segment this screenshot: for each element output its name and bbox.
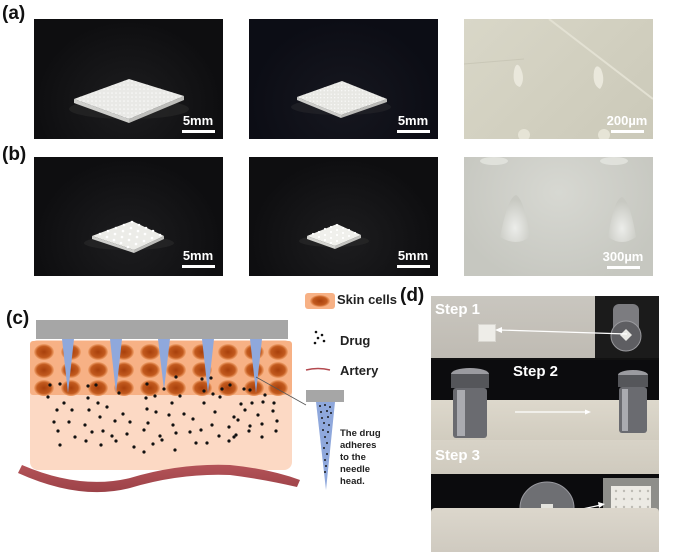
step3-photo: Step 3 bbox=[431, 440, 659, 552]
step2-label: Step 2 bbox=[513, 363, 559, 380]
zoomed-needle-drug bbox=[319, 404, 332, 473]
panel-label-c: (c) bbox=[6, 308, 30, 329]
arrow-step2 bbox=[515, 409, 591, 415]
transdermal-delivery-diagram bbox=[18, 293, 344, 493]
scale-bar-b1: 5mm bbox=[178, 249, 218, 268]
weight-with-patch-inset bbox=[595, 296, 659, 358]
patch-5x5-icon bbox=[84, 220, 174, 253]
microneedle-base-plate bbox=[36, 320, 288, 339]
foam-bottom bbox=[431, 508, 659, 552]
weight-icon bbox=[610, 304, 642, 352]
photo-b2: 5mm bbox=[249, 157, 438, 276]
scale-label: 300µm bbox=[602, 249, 644, 264]
patch-5x5-small-icon bbox=[299, 223, 369, 249]
patch-dense-icon bbox=[69, 79, 189, 123]
microneedles bbox=[62, 339, 262, 393]
weight-left-icon bbox=[451, 368, 489, 438]
step1-label: Step 1 bbox=[435, 301, 481, 318]
drug-particles bbox=[46, 375, 279, 454]
photo-a3-micrograph: 200µm bbox=[464, 19, 653, 139]
zoomed-needle bbox=[316, 402, 335, 490]
zoomed-base-plate bbox=[306, 390, 344, 402]
scale-label: 5mm bbox=[397, 113, 429, 128]
panel-label-a: (a) bbox=[2, 3, 26, 24]
photo-a1: 5mm bbox=[34, 19, 223, 139]
scale-bar-a1: 5mm bbox=[178, 114, 218, 133]
legend-artery: Artery bbox=[340, 363, 379, 378]
photo-b1: 5mm bbox=[34, 157, 223, 276]
photo-b3-micrograph: 300µm bbox=[464, 157, 653, 276]
arrow-step1 bbox=[495, 327, 628, 335]
patch-icon bbox=[478, 324, 496, 342]
panel-label-d: (d) bbox=[400, 285, 425, 306]
conical-needles-micrograph-icon bbox=[480, 157, 636, 242]
panel-label-b: (b) bbox=[2, 144, 27, 165]
scale-label: 5mm bbox=[397, 248, 429, 263]
patch-dense-small-icon bbox=[291, 81, 391, 118]
legend-skin-cells: Skin cells bbox=[337, 292, 397, 307]
step1-photo: Step 1 bbox=[431, 296, 659, 358]
scale-bar-a3: 200µm bbox=[602, 114, 652, 133]
needle-note: The drug adheres to the needle head. bbox=[340, 428, 381, 487]
scale-label: 5mm bbox=[182, 248, 214, 263]
needle-tips-micrograph-icon bbox=[464, 19, 653, 139]
photo-a2: 5mm bbox=[249, 19, 438, 139]
step2-photo: Step 2 bbox=[431, 360, 659, 440]
weight-right-icon bbox=[618, 370, 648, 433]
scale-bar-b2: 5mm bbox=[393, 249, 433, 268]
scale-bar-a2: 5mm bbox=[393, 114, 433, 133]
drug-dots-icon bbox=[313, 330, 326, 345]
scale-label: 200µm bbox=[606, 113, 648, 128]
artery bbox=[18, 464, 300, 493]
scale-bar-b3: 300µm bbox=[598, 250, 648, 269]
legend-drug: Drug bbox=[340, 333, 371, 348]
step3-label: Step 3 bbox=[435, 447, 481, 464]
scale-label: 5mm bbox=[182, 113, 214, 128]
artery-line-icon bbox=[305, 367, 331, 371]
foam-top bbox=[431, 440, 659, 474]
panel-d-photo-stack: Step 1 Step 2 bbox=[431, 296, 659, 552]
